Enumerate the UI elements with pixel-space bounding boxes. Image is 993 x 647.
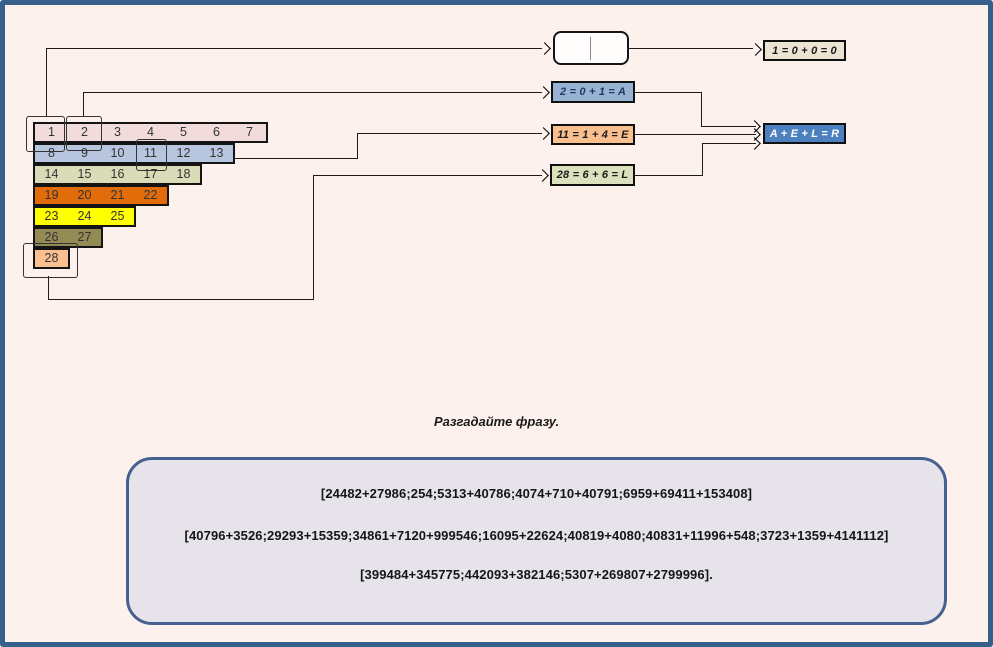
connector-cell28-bottom [48, 299, 314, 301]
connector-cell28-horizontal [313, 175, 542, 177]
cell-22: 22 [143, 188, 158, 202]
puzzle-line-2: [40796+3526;29293+15359;34861+7120+99954… [184, 528, 889, 543]
formula-l: 28 = 6 + 6 = L [550, 164, 635, 186]
puzzle-box: [24482+27986;254;5313+40786;4074+710+407… [126, 457, 947, 625]
cell-9: 9 [81, 146, 88, 160]
connector-l-in [702, 143, 756, 145]
pyramid-row-3: 14 15 16 17 18 [33, 164, 202, 185]
puzzle-line-3: [399484+345775;442093+382146;5307+269807… [360, 567, 713, 582]
cell-8: 8 [48, 146, 55, 160]
connector-cell2-vertical [83, 92, 85, 117]
pyramid-row-1: 1 2 3 4 5 6 7 [33, 122, 268, 143]
cell-25: 25 [110, 209, 125, 223]
connector-row2-vertical [357, 133, 359, 159]
arrowhead-icon [749, 43, 762, 56]
puzzle-prompt: Разгадайте фразу. [433, 414, 560, 429]
connector-l-up [702, 143, 704, 176]
pyramid-row-5: 23 24 25 [33, 206, 136, 227]
highlight-cell-11 [136, 139, 167, 171]
connector-cell28-drop [48, 276, 50, 300]
cell-13: 13 [209, 146, 224, 160]
domino-divider [590, 37, 592, 60]
connector-cell1-vertical [46, 48, 48, 117]
puzzle-line-1: [24482+27986;254;5313+40786;4074+710+407… [320, 486, 753, 501]
cell-23: 23 [44, 209, 59, 223]
number-pyramid: 1 2 3 4 5 6 7 8 9 10 11 12 13 14 15 16 1… [33, 122, 268, 269]
connector-a-down [701, 92, 703, 127]
cell-15: 15 [77, 167, 92, 181]
cell-26: 26 [44, 230, 59, 244]
cell-21: 21 [110, 188, 125, 202]
pyramid-row-2: 8 9 10 11 12 13 [33, 143, 235, 164]
cell-28: 28 [44, 251, 59, 265]
connector-a-out [635, 92, 702, 94]
cell-11: 11 [144, 146, 157, 160]
arrowhead-icon [748, 137, 761, 150]
cell-14: 14 [44, 167, 59, 181]
highlight-cell-2 [66, 116, 102, 151]
highlight-cell-28 [23, 243, 78, 278]
cell-4: 4 [147, 125, 154, 139]
cell-6: 6 [213, 125, 220, 139]
connector-l-out [635, 175, 703, 177]
formula-zero: 1 = 0 + 0 = 0 [763, 40, 846, 61]
cell-3: 3 [114, 125, 121, 139]
arrowhead-icon [537, 127, 550, 140]
cell-10: 10 [110, 146, 125, 160]
connector-domino-zero [629, 48, 753, 50]
arrowhead-icon [537, 86, 550, 99]
cell-27: 27 [77, 230, 92, 244]
cell-16: 16 [110, 167, 125, 181]
connector-cell1-horizontal [46, 48, 542, 50]
pyramid-row-6: 26 27 [33, 227, 103, 248]
pyramid-row-7: 28 [33, 248, 70, 269]
arrowhead-icon [538, 42, 551, 55]
cell-1: 1 [48, 125, 55, 139]
formula-e: 11 = 1 + 4 = E [551, 124, 635, 145]
cell-12: 12 [176, 146, 191, 160]
cell-20: 20 [77, 188, 92, 202]
highlight-cell-1 [26, 116, 65, 152]
cell-19: 19 [44, 188, 59, 202]
cell-2: 2 [81, 125, 88, 139]
connector-a-in [701, 126, 756, 128]
domino-shape [553, 31, 629, 65]
connector-row2-stub [231, 158, 358, 160]
arrowhead-icon [536, 169, 549, 182]
formula-a: 2 = 0 + 1 = A [551, 81, 635, 103]
cell-18: 18 [176, 167, 191, 181]
connector-cell28-rise [313, 175, 315, 300]
connector-row2-horizontal [357, 133, 542, 135]
pyramid-row-4: 19 20 21 22 [33, 185, 169, 206]
connector-e-in [635, 134, 756, 136]
cell-7: 7 [246, 125, 253, 139]
cell-5: 5 [180, 125, 187, 139]
connector-cell2-horizontal [83, 92, 542, 94]
formula-r: A + E + L = R [763, 123, 846, 144]
cell-24: 24 [77, 209, 92, 223]
